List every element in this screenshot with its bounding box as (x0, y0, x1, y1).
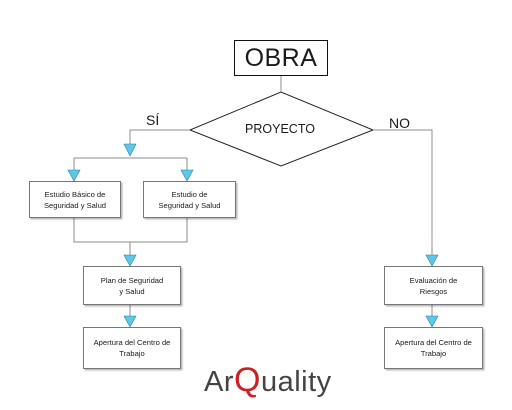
branch-yes-label: SÍ (146, 112, 160, 128)
arrow-to-plan (123, 254, 137, 267)
arrow-to-evaluacion (425, 254, 439, 267)
arrow-to-estudio-basico (67, 169, 81, 182)
node-label: Apertura del Centro de Trabajo (93, 338, 171, 358)
root-node-label: OBRA (244, 43, 318, 72)
decision-label: PROYECTO (245, 122, 315, 136)
branch-no-label: NO (389, 115, 410, 131)
connector-lines (73, 75, 433, 316)
node-apertura-right: Apertura del Centro de Trabajo (384, 327, 483, 369)
logo-text-ar: Ar (204, 366, 234, 398)
node-label: Apertura del Centro de Trabajo (395, 338, 472, 358)
node-plan-seguridad: Plan de Seguridad y Salud (83, 266, 181, 305)
root-node-obra: OBRA (234, 40, 328, 76)
logo-text-uality: uality (260, 366, 332, 398)
node-apertura-left: Apertura del Centro de Trabajo (83, 327, 181, 369)
arrowheads (67, 143, 439, 328)
node-label: Estudio de Seguridad y Salud (158, 189, 221, 210)
node-estudio-seguridad-salud: Estudio de Seguridad y Salud (143, 181, 236, 218)
node-label: Plan de Seguridad y Salud (100, 275, 164, 296)
node-estudio-basico: Estudio Básico de Seguridad y Salud (29, 181, 121, 218)
arquality-logo: ArQuality (204, 360, 348, 400)
arrow-to-apertura-left (123, 315, 137, 328)
logo-q-letter: Q (234, 361, 261, 399)
arrow-to-apertura-right (425, 315, 439, 328)
node-label: Evaluación de Riesgos (409, 275, 458, 296)
arrow-to-estudio-sys (180, 169, 194, 182)
node-label: Estudio Básico de Seguridad y Salud (43, 189, 107, 210)
node-evaluacion-riesgos: Evaluación de Riesgos (384, 266, 483, 305)
arrow-to-branch-split (123, 143, 137, 157)
